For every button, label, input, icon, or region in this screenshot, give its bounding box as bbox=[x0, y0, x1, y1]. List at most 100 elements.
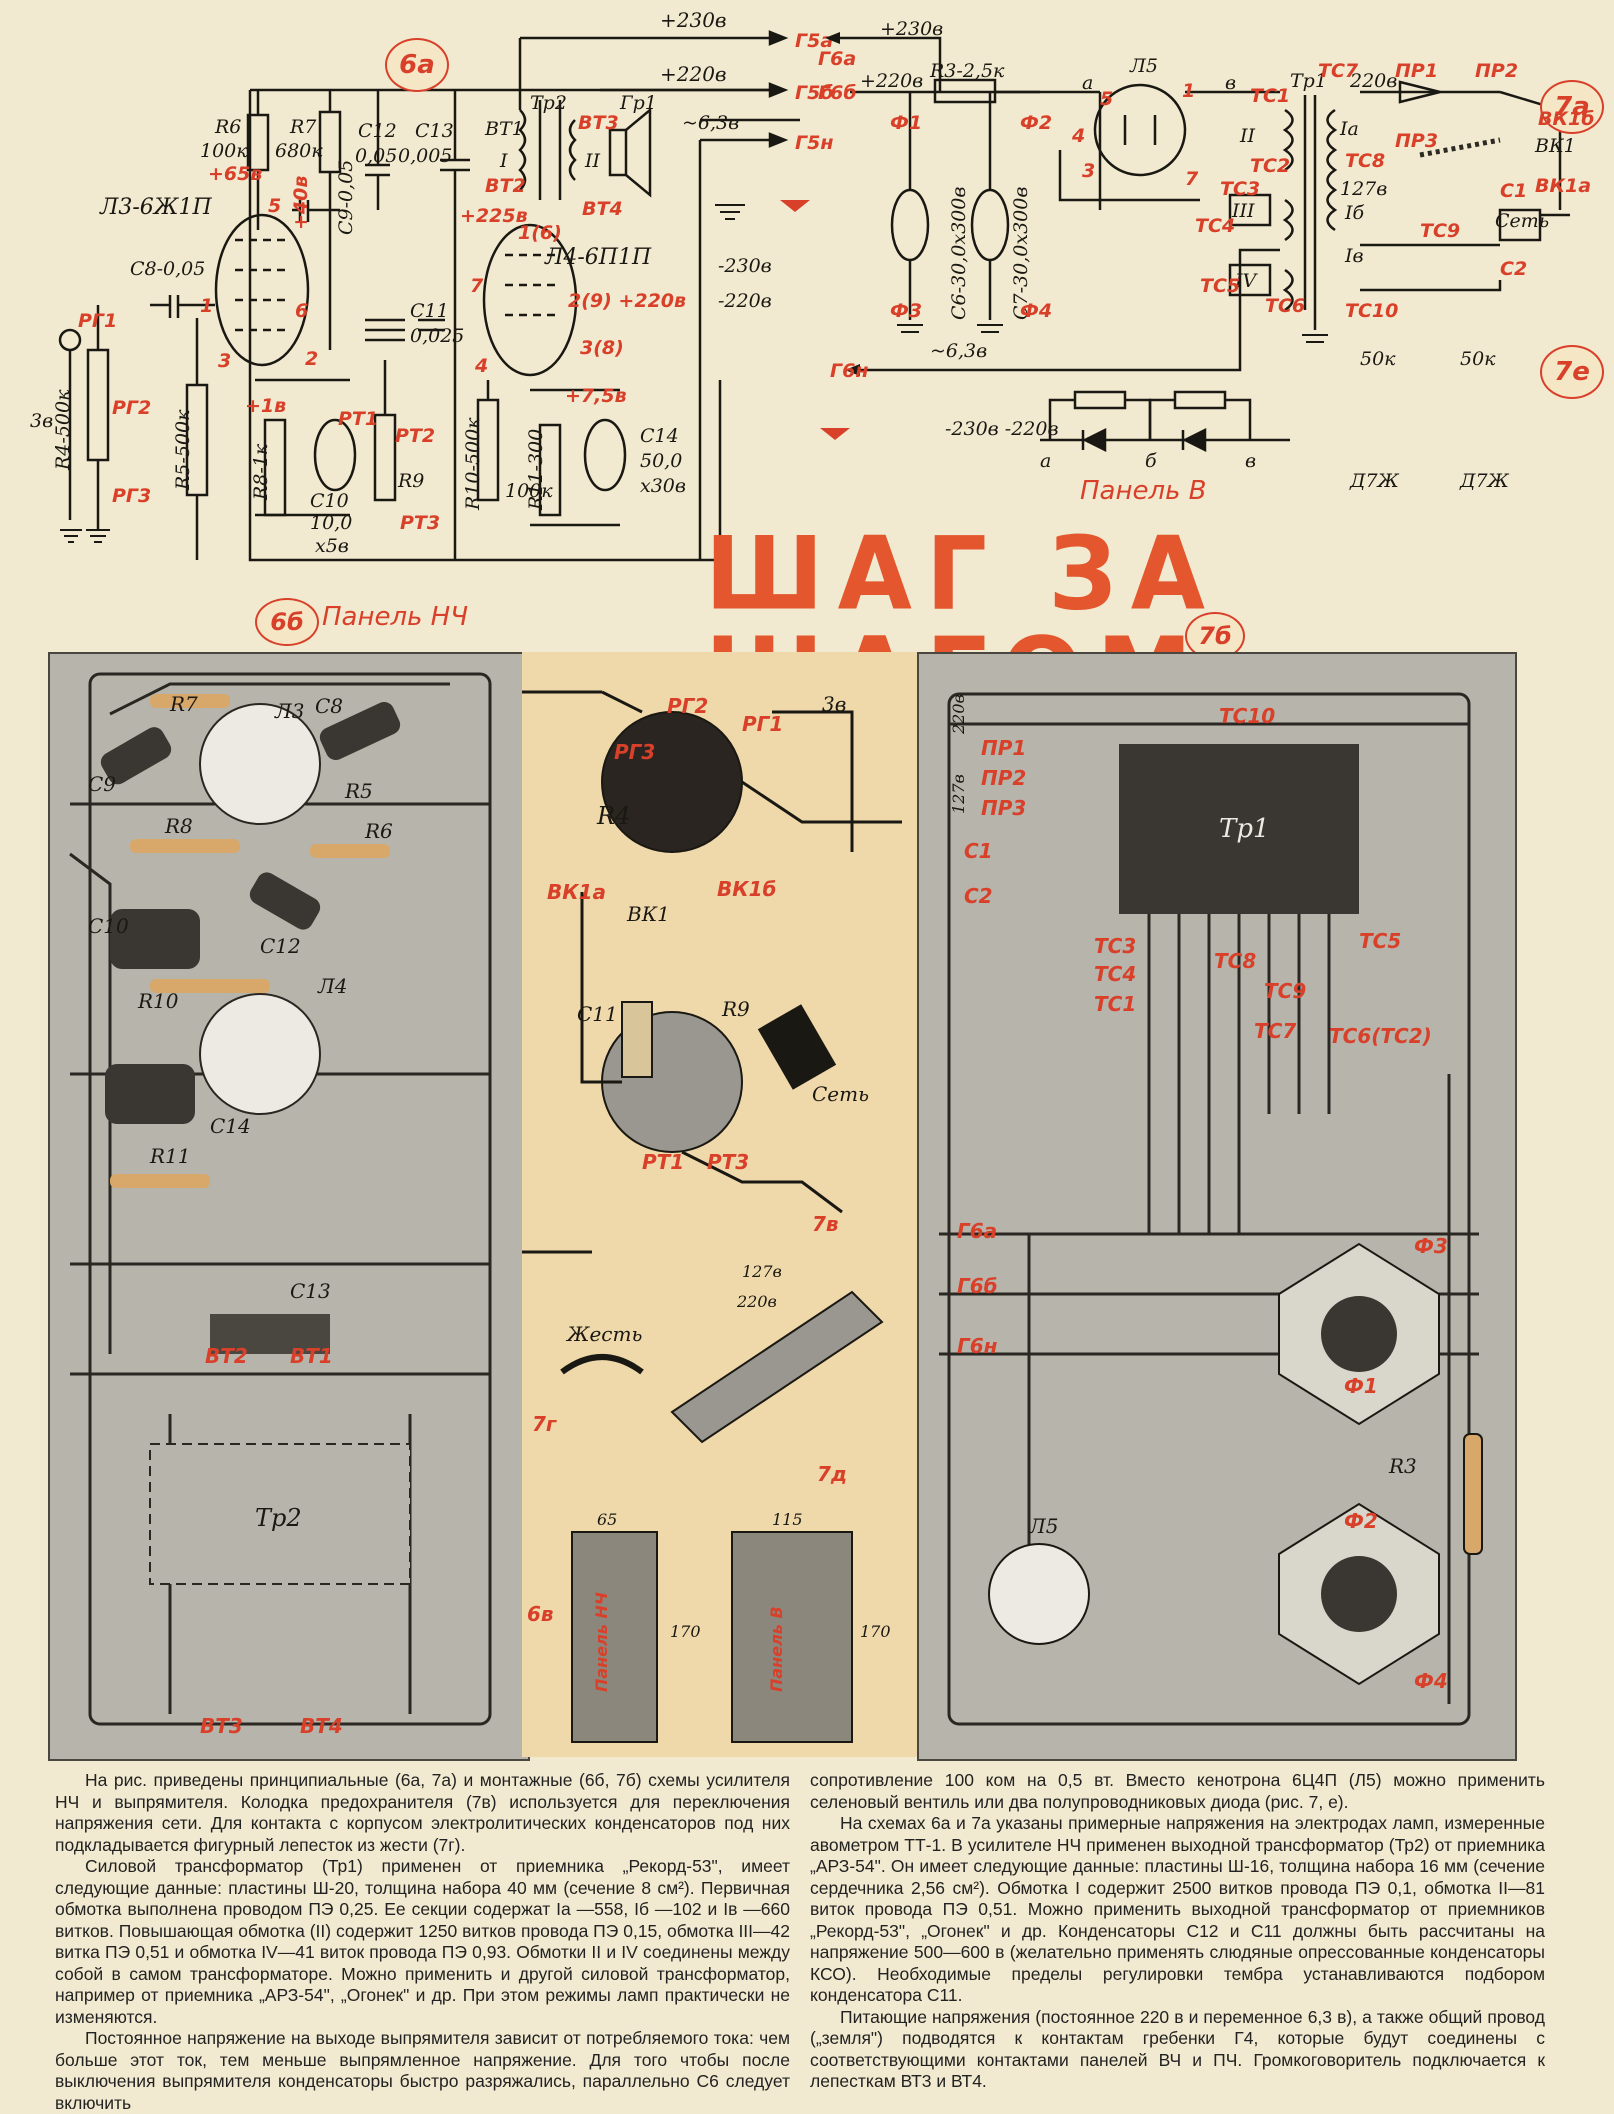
part-r9: R9 bbox=[722, 997, 750, 1021]
part-bt2: ВТ2 bbox=[205, 1344, 248, 1368]
label-pin-2-9: 2(9) +220в bbox=[568, 290, 687, 312]
middle-panel-wiring bbox=[492, 690, 902, 1743]
part-c8: C8 bbox=[315, 694, 344, 718]
figure-label-6b: 6б bbox=[255, 598, 319, 646]
part-l3: Л3 bbox=[275, 699, 305, 723]
part-vk1a: ВК1а bbox=[547, 880, 607, 904]
part-f1: Ф1 bbox=[1344, 1374, 1378, 1398]
part-rg2: РГ2 bbox=[667, 694, 709, 718]
label-c2-contact: С2 bbox=[1500, 258, 1528, 280]
label-r10: R10-500к bbox=[462, 417, 484, 510]
part-r3: R3 bbox=[1389, 1454, 1417, 1478]
label-6-3v: ~6,3в bbox=[682, 112, 740, 134]
label-7e-d2: Д7Ж bbox=[1460, 470, 1509, 492]
label-pr2: ПР2 bbox=[1475, 60, 1519, 82]
part-tc9: ТС9 bbox=[1264, 979, 1307, 1003]
part-tc3: ТС3 bbox=[1094, 934, 1137, 958]
label-c6: C6-30,0х300в bbox=[948, 186, 970, 320]
label-tr1-ia: Iа bbox=[1340, 118, 1359, 140]
part-set: Сеть bbox=[812, 1082, 869, 1106]
label-plus-225v: +225в bbox=[460, 205, 528, 227]
part-6v-label: 6в bbox=[527, 1602, 554, 1626]
label-r3: R3-2,5к bbox=[930, 60, 1005, 82]
label-g5b: Г5б bbox=[795, 82, 834, 104]
part-127v: 127в bbox=[949, 774, 968, 814]
part-f3: Ф3 bbox=[1414, 1234, 1448, 1258]
part-rg3: РГ3 bbox=[614, 740, 656, 764]
label-l5-pin-1: 1 bbox=[1182, 80, 1196, 102]
label-f4: Ф4 bbox=[1020, 300, 1053, 322]
label-winding-i: I bbox=[500, 150, 508, 172]
panel-nch-title: Панель НЧ bbox=[322, 602, 469, 632]
label-r8: R8-1к bbox=[250, 443, 272, 500]
label-g6a: Г6а bbox=[818, 48, 857, 70]
part-rg1: РГ1 bbox=[742, 712, 784, 736]
label-bt2: ВТ2 bbox=[485, 175, 526, 197]
label-r7-value: 680к bbox=[275, 140, 323, 162]
label-tc4: ТС4 bbox=[1195, 215, 1236, 237]
label-r11: R11-300 bbox=[525, 428, 547, 510]
part-7g-label: 7г bbox=[532, 1412, 557, 1436]
label-r4: R4-500к bbox=[52, 389, 74, 470]
label-f2: Ф2 bbox=[1020, 112, 1053, 134]
label-tr1-iii: III bbox=[1232, 200, 1255, 222]
label-7e-r1: 50к bbox=[1360, 348, 1396, 370]
label-3v: 3в bbox=[30, 410, 54, 432]
label-tr1-iv-winding: Iв bbox=[1345, 245, 1364, 267]
part-c12: C12 bbox=[260, 934, 301, 958]
label-pr3: ПР3 bbox=[1395, 130, 1439, 152]
article-paragraph: На схемах 6а и 7а указаны примерные напр… bbox=[810, 1813, 1545, 2005]
article-paragraph: Питающие напряжения (постоянное 220 в и … bbox=[810, 2006, 1545, 2092]
label-7e-r2: 50к bbox=[1460, 348, 1496, 370]
part-r8: R8 bbox=[165, 814, 193, 838]
schematic-6a-wiring bbox=[58, 30, 810, 562]
part-vk1: ВК1 bbox=[627, 902, 670, 926]
part-c1: С1 bbox=[964, 839, 993, 863]
part-3v: 3в bbox=[822, 692, 847, 716]
label-tr1-ii: II bbox=[1240, 125, 1256, 147]
part-r4: R4 bbox=[597, 802, 631, 830]
label-c14-voltage: х30в bbox=[640, 475, 686, 497]
article-paragraph: Постоянное напряжение на выходе выпрямит… bbox=[55, 2028, 790, 2113]
label-l5-pin-7: 7 bbox=[1185, 168, 1199, 190]
label-plus-40v: +40в bbox=[290, 175, 312, 230]
fuse-220v: 220в bbox=[737, 1292, 777, 1311]
part-c2: С2 bbox=[964, 884, 993, 908]
label-plus-230v: +230в bbox=[660, 8, 727, 32]
label-127v: 127в bbox=[1340, 178, 1388, 200]
part-r11: R11 bbox=[150, 1144, 191, 1168]
part-vk1b: ВК1б bbox=[717, 877, 777, 901]
label-bt1: BT1 bbox=[485, 118, 524, 140]
part-tc10: ТС10 bbox=[1219, 704, 1276, 728]
label-pin-5: 5 bbox=[268, 195, 282, 217]
label-c1-contact: С1 bbox=[1500, 180, 1528, 202]
label-plus-1v: +1в bbox=[245, 395, 287, 417]
part-7v-label: 7в bbox=[812, 1212, 839, 1236]
label-tc6: ТС6 bbox=[1265, 295, 1306, 317]
label-7a-6-3v: ~6,3в bbox=[930, 340, 988, 362]
part-bt4: ВТ4 bbox=[300, 1714, 343, 1738]
part-pt1: РТ1 bbox=[642, 1150, 685, 1174]
part-7d-label: 7д bbox=[817, 1462, 848, 1486]
fuse-127v: 127в bbox=[742, 1262, 782, 1281]
part-tc8: ТС8 bbox=[1214, 949, 1257, 973]
label-pin-3: 3 bbox=[218, 350, 232, 372]
part-r7: R7 bbox=[170, 692, 198, 716]
label-pt1: РТ1 bbox=[338, 408, 379, 430]
label-pin-2: 2 bbox=[305, 348, 319, 370]
label-l4-tube: Л4-6П1П bbox=[545, 245, 652, 270]
label-c9: C9-0,05 bbox=[335, 159, 357, 235]
label-tc8: ТС8 bbox=[1345, 150, 1386, 172]
label-gr1: Гр1 bbox=[620, 92, 657, 114]
article-paragraph: сопротивление 100 ком на 0,5 вт. Вместо … bbox=[810, 1770, 1545, 1812]
label-node-a: а bbox=[1082, 72, 1094, 94]
part-r10: R10 bbox=[138, 989, 179, 1013]
label-c10-voltage: х5в bbox=[315, 535, 349, 557]
part-r6: R6 bbox=[365, 819, 393, 843]
label-vk1a: ВК1а bbox=[1535, 175, 1592, 197]
dim-170-b: 170 bbox=[860, 1622, 891, 1641]
article-paragraph: На рис. приведены принципиальные (6а, 7а… bbox=[55, 1770, 790, 1855]
label-pin-3-8: 3(8) bbox=[580, 337, 624, 359]
plate-panel-v: Панель В bbox=[767, 1606, 786, 1692]
label-l5-pin-3: 3 bbox=[1082, 160, 1096, 182]
